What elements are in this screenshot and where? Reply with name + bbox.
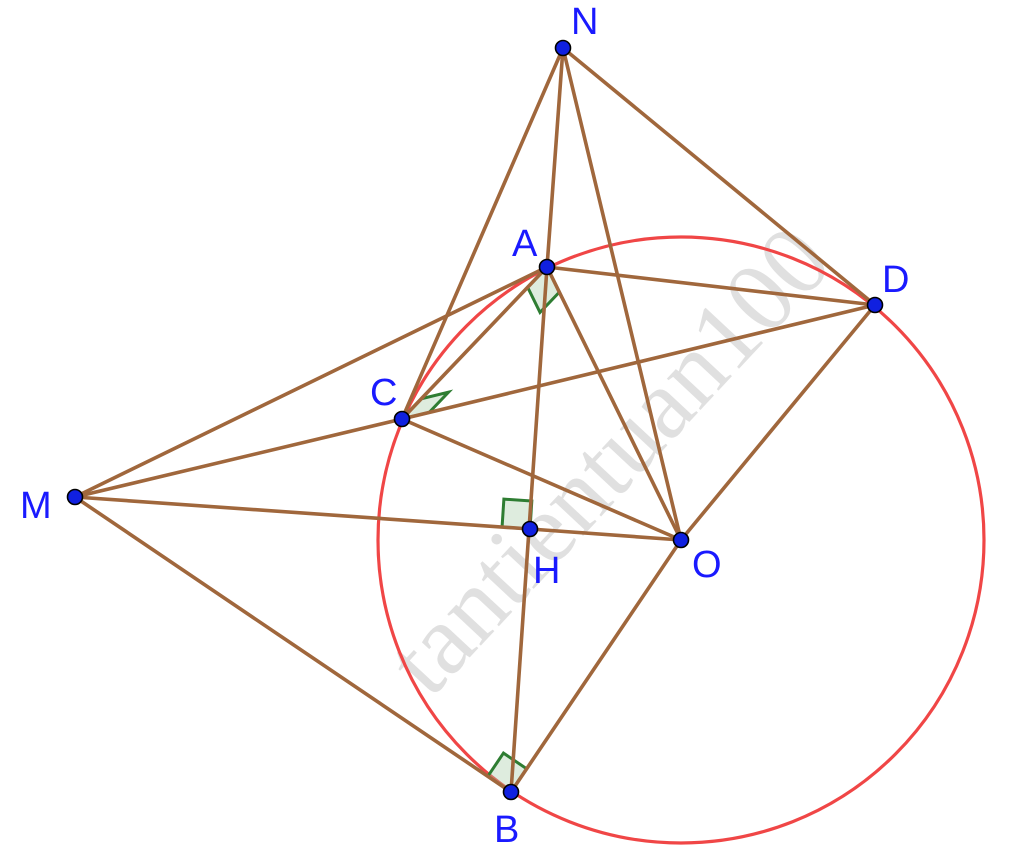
segment-ob bbox=[509, 538, 683, 794]
segment-nc bbox=[400, 46, 565, 421]
point-c bbox=[393, 410, 411, 428]
segment-ho bbox=[528, 527, 683, 542]
point-o bbox=[672, 531, 690, 549]
segments bbox=[73, 46, 877, 794]
circle-o bbox=[376, 235, 986, 845]
segment-na bbox=[545, 46, 565, 269]
label-a: A bbox=[512, 223, 538, 265]
segment-nd bbox=[561, 46, 877, 307]
segment-ao bbox=[545, 265, 683, 542]
segment-do bbox=[679, 303, 877, 542]
point-a bbox=[538, 258, 556, 276]
point-m bbox=[66, 488, 84, 506]
segment-mh bbox=[73, 495, 532, 531]
label-n: N bbox=[571, 1, 598, 43]
point-d bbox=[866, 296, 884, 314]
points bbox=[66, 39, 884, 801]
point-b bbox=[502, 783, 520, 801]
segment-ad bbox=[545, 265, 877, 307]
label-d: D bbox=[882, 259, 909, 301]
label-b: B bbox=[494, 809, 519, 851]
segment-am bbox=[73, 265, 549, 499]
label-o: O bbox=[692, 544, 722, 586]
segment-cm bbox=[73, 417, 404, 499]
label-c: C bbox=[370, 372, 397, 414]
segment-cd bbox=[400, 303, 877, 421]
segment-mb bbox=[73, 495, 513, 794]
segment-ac bbox=[400, 265, 549, 421]
watermark: tantientuan100 bbox=[365, 205, 851, 715]
segment-no bbox=[561, 46, 683, 542]
point-h bbox=[521, 520, 539, 538]
label-m: M bbox=[20, 485, 52, 527]
point-n bbox=[554, 39, 572, 57]
label-h: H bbox=[533, 550, 560, 592]
segment-co bbox=[400, 417, 683, 542]
